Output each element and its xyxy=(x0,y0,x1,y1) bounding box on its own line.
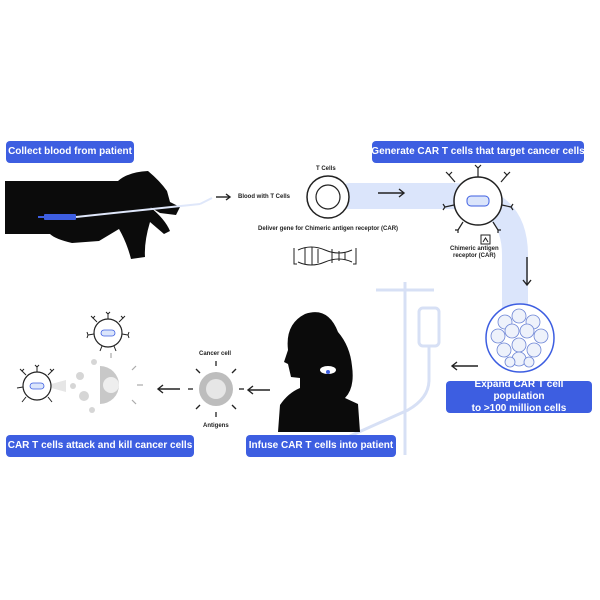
arrow-icon xyxy=(156,384,180,394)
iv-stand-icon xyxy=(349,282,441,455)
syringe-icon xyxy=(38,197,213,220)
arrow-icon xyxy=(216,193,232,201)
step-collect-blood: Collect blood from patient xyxy=(6,141,134,163)
blood-with-t-cells-label: Blood with T Cells xyxy=(238,194,290,200)
car-receptor-label: Chimeric antigen receptor (CAR) xyxy=(450,246,499,260)
step-attack-cancer: CAR T cells attack and kill cancer cells xyxy=(6,435,194,457)
t-cell-icon xyxy=(306,175,350,219)
arrow-icon xyxy=(450,361,478,371)
car-t-cell-icon xyxy=(442,164,514,245)
patient-silhouette-icon xyxy=(278,312,360,432)
arrow-icon xyxy=(378,188,406,198)
arrow-icon xyxy=(246,385,270,395)
step-infuse-patient: Infuse CAR T cells into patient xyxy=(246,435,396,457)
step-generate-car-t: Generate CAR T cells that target cancer … xyxy=(371,141,585,163)
car-t-cell-icon xyxy=(86,311,130,352)
t-cells-label: T Cells xyxy=(316,166,336,172)
dna-icon xyxy=(293,246,357,266)
cell-cluster-icon xyxy=(485,303,555,373)
cancer-cell-icon xyxy=(188,361,244,417)
step-expand-population: Expand CAR T cell population to >100 mil… xyxy=(446,379,592,414)
car-t-cell-icon xyxy=(16,364,55,403)
cancer-cell-label: Cancer cell xyxy=(199,351,232,357)
dying-cancer-cell-icon xyxy=(44,353,143,413)
antigens-label: Antigens xyxy=(203,423,229,429)
deliver-gene-label: Deliver gene for Chimeric antigen recept… xyxy=(258,226,399,232)
arrow-icon xyxy=(522,257,532,287)
